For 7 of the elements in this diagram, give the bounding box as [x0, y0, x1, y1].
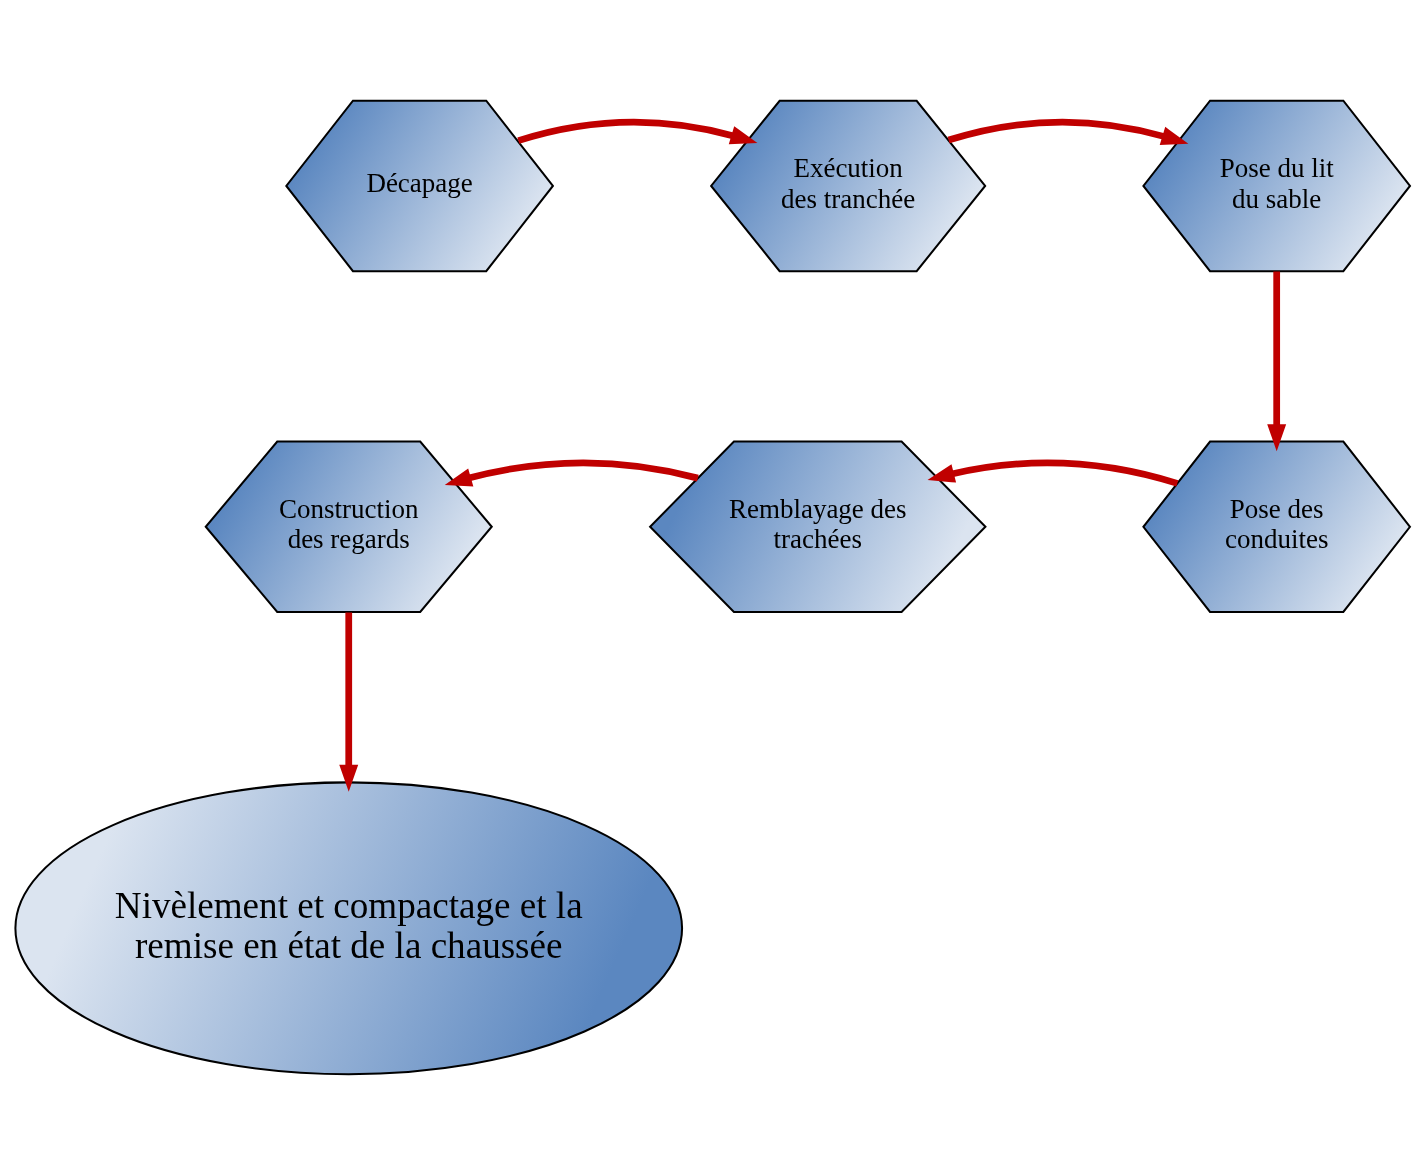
arrow	[339, 611, 359, 792]
arrow	[947, 118, 1189, 145]
arrow	[1267, 271, 1287, 451]
arrow	[444, 459, 699, 487]
arrow	[517, 118, 758, 144]
arrow	[927, 459, 1179, 487]
node-ellipse: Nivèlement et compactage et la remise en état de la chaussée	[14, 780, 684, 1075]
